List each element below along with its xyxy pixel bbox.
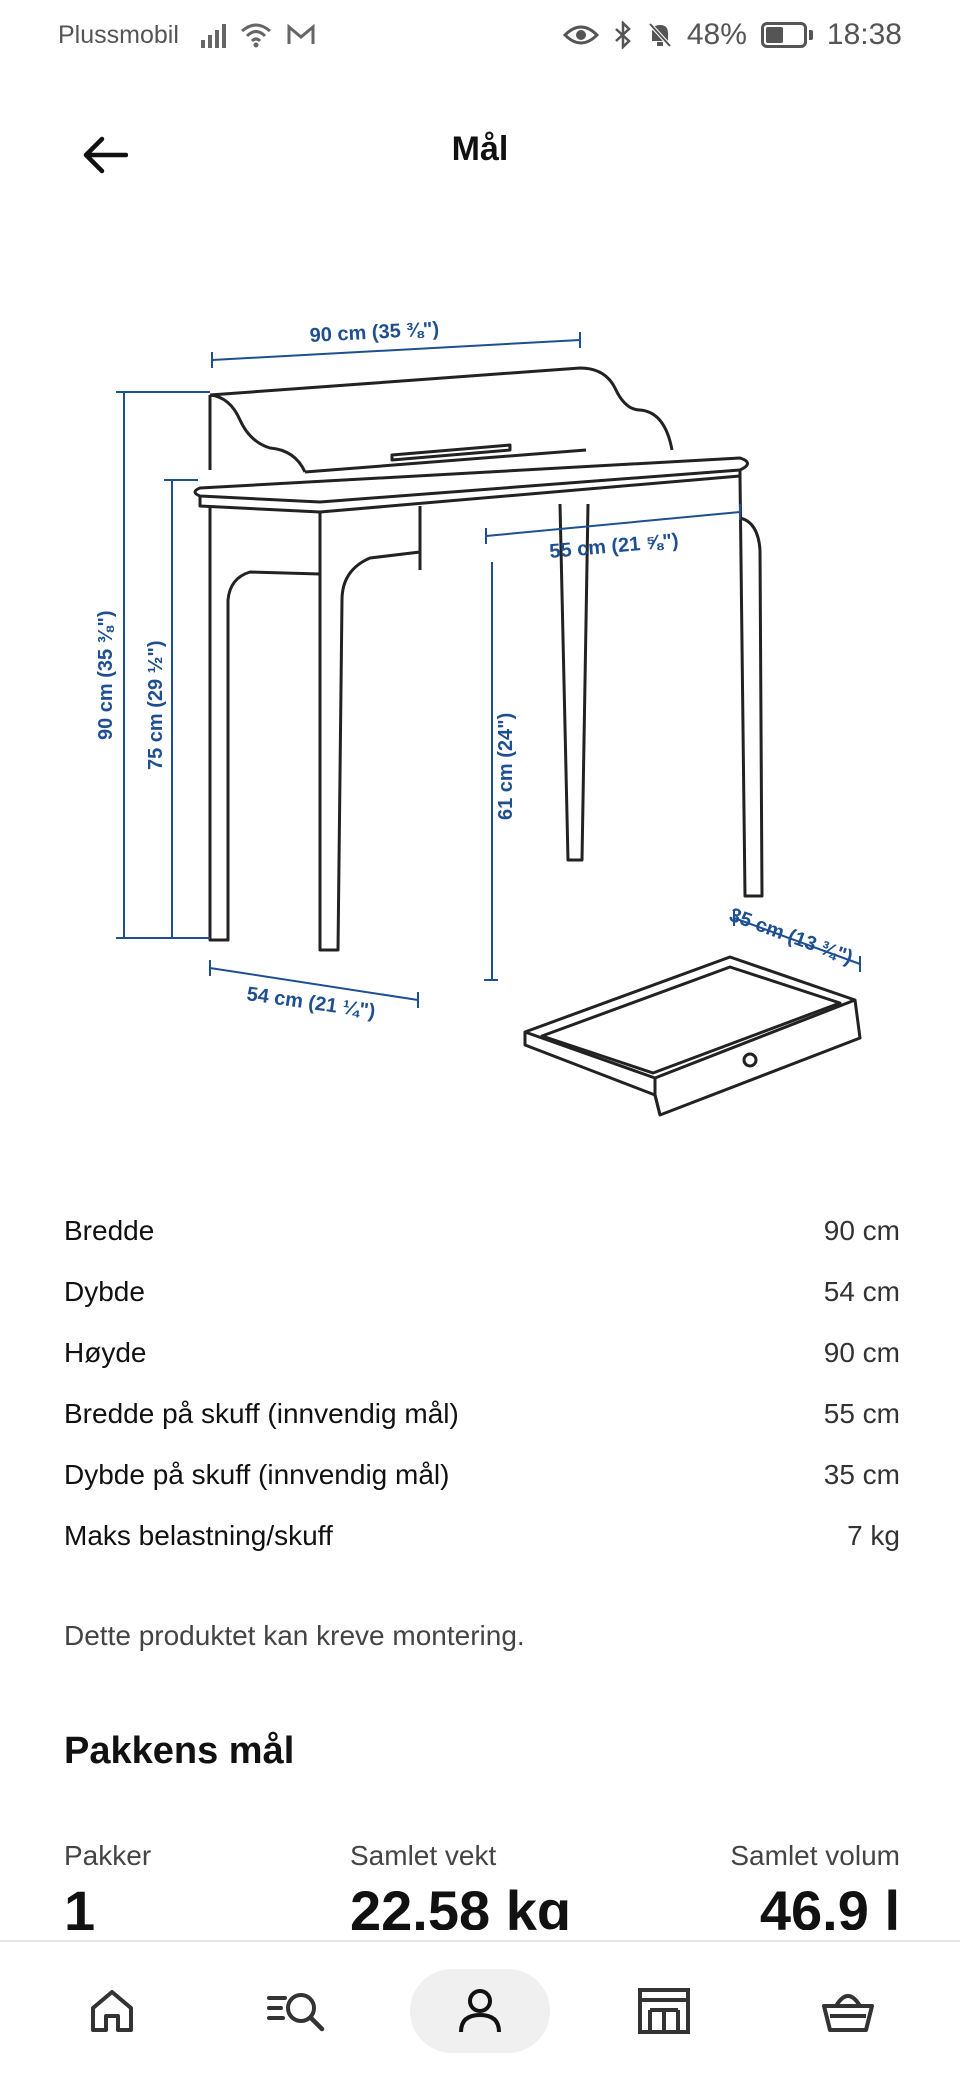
label-width: 90 cm (35 ⅜")	[309, 318, 440, 347]
dimension-value: 7 kg	[847, 1519, 900, 1551]
package-summary: Pakker 1 Samlet vekt 22.58 kg Samlet vol…	[64, 1840, 900, 1930]
package-volume-label: Samlet volum	[730, 1840, 900, 1871]
bell-muted-icon	[648, 22, 672, 48]
desk-leg-back-left	[208, 506, 321, 942]
dimension-label: Dybde på skuff (innvendig mål)	[64, 1458, 450, 1490]
desk-top	[193, 456, 749, 504]
dimension-row: Dybde på skuff (innvendig mål) 35 cm	[64, 1444, 900, 1505]
status-left: Plussmobil	[58, 21, 316, 50]
assembly-note: Dette produktet kan kreve montering.	[64, 1620, 525, 1651]
basket-icon	[822, 1994, 874, 2032]
home-icon	[91, 1990, 133, 2032]
dimension-row: Maks belastning/skuff 7 kg	[64, 1505, 900, 1566]
dimension-row: Bredde på skuff (innvendig mål) 55 cm	[64, 1383, 900, 1444]
dimension-label: Dybde	[64, 1275, 145, 1307]
clock: 18:38	[826, 18, 902, 51]
bottom-navigation	[0, 1940, 960, 2080]
dimension-row: Bredde 90 cm	[64, 1200, 900, 1261]
dimension-value: 55 cm	[823, 1397, 900, 1429]
dimension-value: 35 cm	[823, 1458, 900, 1490]
package-count: Pakker 1	[64, 1840, 151, 1930]
label-height-desk: 75 cm (29 ½")	[145, 640, 167, 770]
package-section-title: Pakkens mål	[64, 1730, 295, 1772]
dimension-label: Bredde på skuff (innvendig mål)	[64, 1397, 459, 1429]
mail-icon	[287, 23, 315, 44]
search-icon	[267, 1993, 325, 2032]
label-drawer-width: 55 cm (21 ⅝")	[549, 530, 680, 563]
label-drawer-depth: 35 cm (13 ¾")	[726, 904, 855, 969]
bluetooth-icon	[615, 21, 631, 49]
dimension-value: 54 cm	[823, 1275, 900, 1307]
back-button[interactable]	[70, 120, 140, 190]
page-title: Mål	[451, 130, 509, 168]
package-volume: Samlet volum 46.9 l	[730, 1840, 900, 1930]
nav-search[interactable]	[226, 1969, 366, 2053]
status-right: 48% 18:38	[562, 18, 902, 52]
desk-leg-front-left	[318, 512, 421, 952]
package-weight-value: 22.58 kg	[350, 1879, 572, 1930]
nav-store[interactable]	[594, 1969, 734, 2053]
dimension-label: Bredde	[64, 1214, 155, 1246]
desk-back-panel	[209, 366, 674, 451]
signal-icon	[200, 22, 226, 48]
status-bar: Plussmobil 48% 18:	[0, 0, 960, 70]
product-dimension-illustration: 90 cm (35 ⅜") 90 cm (35 ⅜") 75 cm (29 ½"…	[80, 300, 880, 1130]
desk-leg-right	[738, 475, 764, 898]
battery-icon	[760, 22, 813, 48]
header: Mål	[0, 100, 960, 205]
dimension-value: 90 cm	[823, 1336, 900, 1368]
package-weight-label: Samlet vekt	[350, 1840, 497, 1871]
desk-drawing: 90 cm (35 ⅜") 90 cm (35 ⅜") 75 cm (29 ½"…	[95, 318, 862, 1117]
dimension-label: Maks belastning/skuff	[64, 1519, 333, 1551]
dimension-row: Høyde 90 cm	[64, 1322, 900, 1383]
package-weight: Samlet vekt 22.58 kg	[350, 1840, 571, 1930]
battery-percent: 48%	[686, 18, 747, 51]
nav-basket[interactable]	[778, 1969, 918, 2053]
drawer	[523, 955, 862, 1117]
desk-leg-middle	[558, 503, 590, 862]
dimensions-list: Bredde 90 cm Dybde 54 cm Høyde 90 cm Bre…	[64, 1200, 900, 1566]
arrow-left-icon	[83, 136, 128, 174]
eye-icon	[562, 25, 599, 45]
nav-home[interactable]	[42, 1969, 182, 2053]
label-leg-clearance: 61 cm (24")	[495, 713, 517, 820]
dimension-value: 90 cm	[823, 1214, 900, 1246]
package-count-label: Pakker	[64, 1840, 152, 1871]
dimension-label: Høyde	[64, 1336, 147, 1368]
carrier-name: Plussmobil	[58, 20, 179, 49]
label-depth: 54 cm (21 ¼")	[245, 983, 376, 1023]
store-icon	[638, 1988, 690, 2034]
label-height-total: 90 cm (35 ⅜")	[95, 610, 117, 740]
nav-profile[interactable]	[410, 1969, 550, 2053]
package-volume-value: 46.9 l	[759, 1879, 900, 1930]
profile-icon	[459, 1989, 501, 2033]
dimension-row: Dybde 54 cm	[64, 1261, 900, 1322]
package-count-value: 1	[64, 1879, 96, 1930]
wifi-icon	[240, 23, 271, 48]
